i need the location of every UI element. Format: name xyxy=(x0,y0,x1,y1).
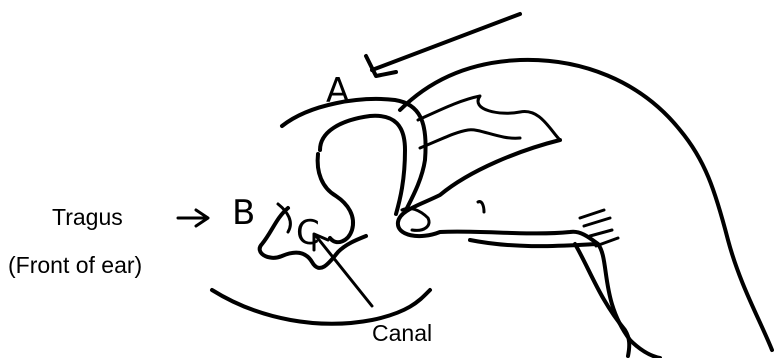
tragus-label: Tragus xyxy=(52,206,123,229)
hand-lower-outline xyxy=(470,240,660,358)
finger-outline xyxy=(398,140,598,244)
knuckle-mark xyxy=(478,202,484,212)
ear-antihelix xyxy=(318,154,353,242)
canal-label: Canal xyxy=(372,322,432,345)
front-of-ear-label: (Front of ear) xyxy=(8,254,142,277)
marker-c: C xyxy=(296,213,320,253)
wrist-lines xyxy=(580,210,618,246)
arrow-to-a xyxy=(366,14,520,76)
marker-b: B xyxy=(232,193,255,233)
marker-a: A xyxy=(326,71,349,111)
ear-helix-inner xyxy=(320,116,405,214)
canal-arrow xyxy=(314,234,372,306)
hand-finger-crease xyxy=(420,130,520,148)
jaw-line xyxy=(212,290,430,324)
tragus-arrow xyxy=(178,210,208,226)
